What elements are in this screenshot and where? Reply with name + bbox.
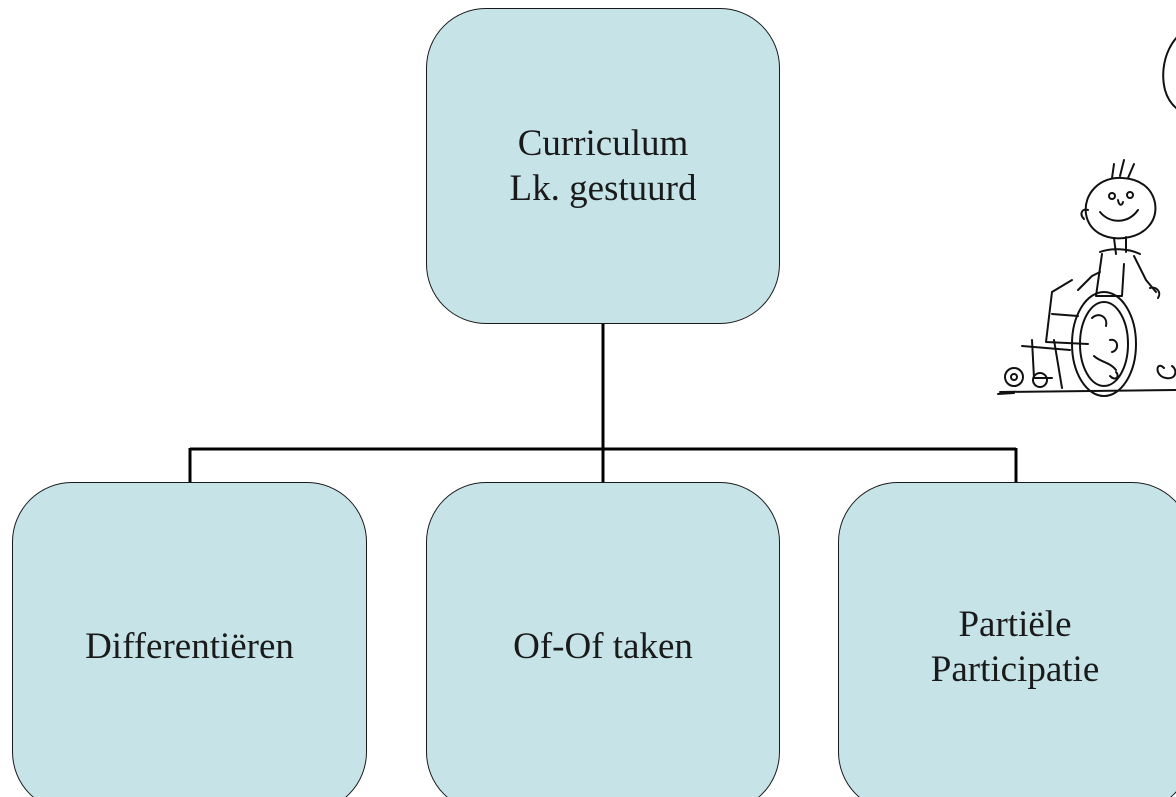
wheelchair-boy-cartoon-icon <box>997 36 1176 397</box>
root-node-curriculum: Curriculum Lk. gestuurd <box>426 8 780 324</box>
root-node-line2: Lk. gestuurd <box>509 168 697 209</box>
child-node-1-label: Differentiëren <box>85 626 294 668</box>
child-node-2-label: Of-Of taken <box>513 626 693 668</box>
child-node-3-line2: Participatie <box>930 649 1100 690</box>
root-node-line1: Curriculum <box>517 122 689 164</box>
child-node-partiele-participatie: Partiële Participatie <box>838 482 1176 797</box>
child-node-of-of-taken: Of-Of taken <box>426 482 780 797</box>
child-node-3-line1: Partiële <box>958 603 1072 645</box>
child-node-differentieren: Differentiëren <box>12 482 367 797</box>
